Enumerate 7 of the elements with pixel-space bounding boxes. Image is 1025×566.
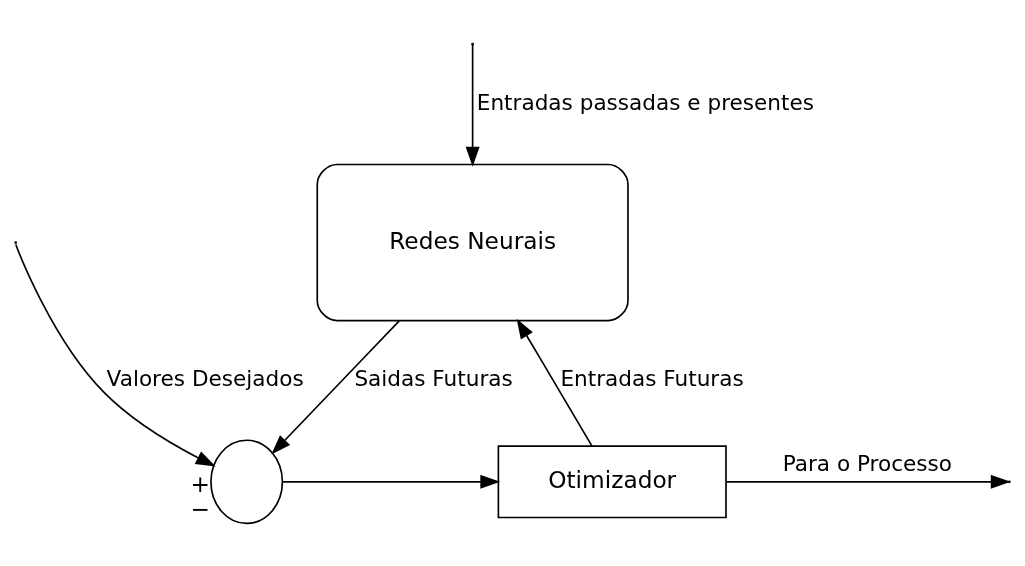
node-label: − — [190, 494, 210, 522]
node-label: + — [190, 469, 210, 497]
edge-label: Saidas Futuras — [354, 365, 513, 391]
edge-label: Entradas Futuras — [560, 365, 744, 391]
edge-label: Entradas passadas e presentes — [476, 89, 815, 115]
edge-label: Valores Desejados — [106, 365, 304, 391]
edge-label: Para o Processo — [782, 450, 953, 476]
